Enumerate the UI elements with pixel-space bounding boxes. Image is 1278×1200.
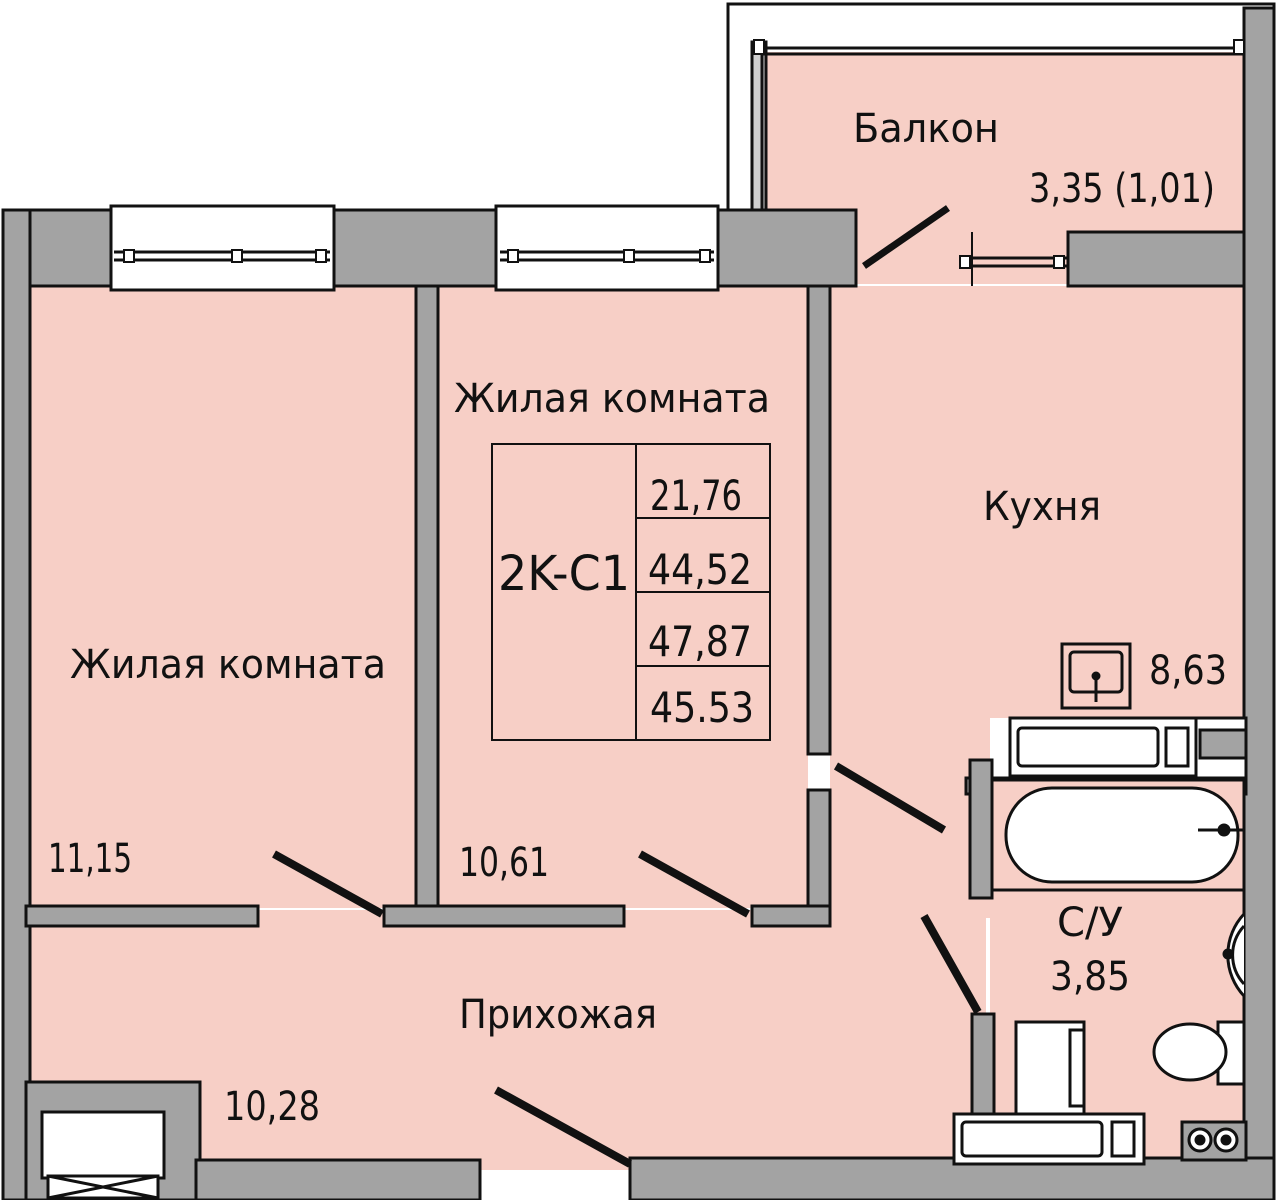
windows — [109, 39, 1245, 292]
riser-icon — [1180, 1120, 1248, 1162]
toilet-icon — [1152, 1020, 1246, 1086]
balcony-right-wall — [1242, 6, 1276, 1200]
hall-floor-corridor — [830, 718, 990, 918]
room-kitchen-area: 8,63 — [1149, 648, 1227, 694]
room-living1-name: Жилая комната — [70, 642, 386, 688]
room-living1-area: 11,15 — [48, 836, 132, 882]
wall-room2-bottom-a — [382, 904, 626, 928]
kitchen-sink-icon — [1060, 642, 1132, 710]
area-reduced: 45.53 — [650, 683, 754, 732]
washbasin-icon — [1222, 912, 1246, 998]
fixtures — [40, 642, 1248, 1200]
kitchen-floor — [830, 286, 1246, 718]
room-kitchen-name: Кухня — [983, 484, 1101, 530]
door-entrance — [494, 1086, 632, 1168]
room-bathroom-name: С/У — [1057, 900, 1123, 946]
area-total: 44,52 — [648, 545, 752, 594]
wall-room2-bottom-b — [750, 904, 832, 928]
floor-fills — [26, 52, 1246, 1170]
room-living2-name: Жилая комната — [454, 376, 770, 422]
door-balcony — [862, 205, 950, 269]
door-room2 — [638, 850, 750, 918]
room-hall-name: Прихожая — [459, 992, 657, 1038]
wall-partition-2 — [806, 284, 832, 756]
door-bathroom — [920, 914, 982, 1014]
apartment-info-table — [491, 443, 771, 741]
door-room1 — [272, 850, 384, 918]
wall-bottom-right — [628, 1156, 1276, 1200]
balcony-rail-marks — [753, 39, 1245, 55]
washing-machine-icon — [1014, 1020, 1086, 1116]
entrance-door-gap — [480, 1158, 630, 1170]
window-room2 — [494, 204, 720, 292]
wall-left — [1, 208, 32, 1200]
room2-floor — [438, 286, 808, 908]
doors — [272, 205, 982, 1168]
area-total-with-balcony: 47,87 — [648, 617, 752, 666]
door-kitchen — [833, 762, 947, 834]
bath-cabinet-icon — [952, 1112, 1146, 1166]
room-bathroom-area: 3,85 — [1050, 954, 1130, 1000]
room-hall-area: 10,28 — [224, 1084, 320, 1130]
wall-partition-2-low — [806, 788, 832, 916]
wall-top-right — [716, 208, 858, 288]
room-living2-area: 10,61 — [459, 840, 549, 886]
balcony-left-post — [750, 40, 768, 212]
wall-bath-left-b — [970, 1012, 996, 1120]
wall-bath-left-a — [968, 758, 994, 900]
wall-top-mid — [332, 208, 498, 288]
balcony-floor — [762, 52, 1246, 232]
window-room1 — [109, 204, 336, 292]
wall-partition-1 — [414, 284, 440, 912]
wall-room1-bottom — [24, 904, 260, 928]
room-balcony-name: Балкон — [853, 106, 999, 152]
apartment-code: 2K-C1 — [498, 546, 630, 602]
room1-floor — [30, 286, 416, 908]
balcony-outline — [726, 2, 1276, 1200]
room-balcony-area: 3,35 (1,01) — [1029, 166, 1215, 212]
kitchen-counter-icon — [1008, 716, 1248, 778]
wall-bottom-mid — [194, 1158, 482, 1200]
hall-closet-icon — [40, 1110, 166, 1200]
wall-top-kitchen-right — [1066, 230, 1250, 288]
area-living: 21,76 — [650, 471, 742, 520]
bathtub-icon — [990, 778, 1246, 892]
window-kitchen — [959, 232, 1068, 286]
